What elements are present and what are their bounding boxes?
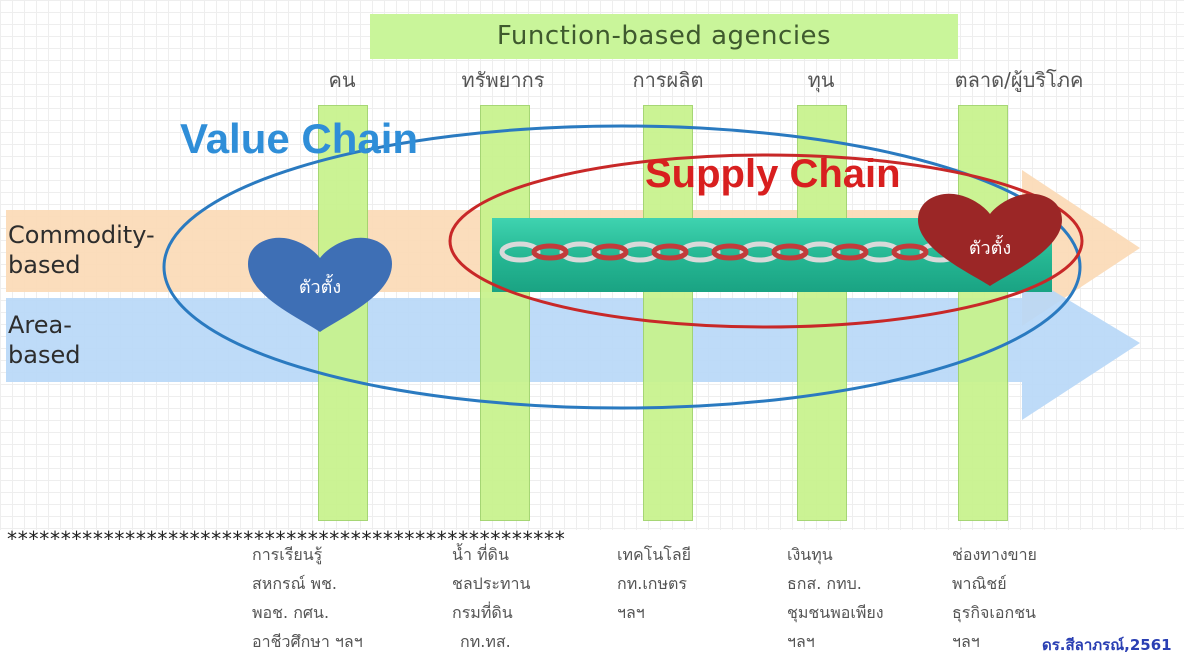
description-line: ชลประทาน bbox=[452, 574, 531, 593]
commodity-label-line2: based bbox=[8, 251, 81, 279]
agency-label-resources: ทรัพยากร bbox=[461, 68, 545, 92]
description-production: เทคโนโลยี กท.เกษตร ฯลฯ bbox=[617, 540, 691, 627]
heart-icon-red bbox=[918, 193, 1062, 286]
description-market: ช่องทางขาย พาณิชย์ ธุรกิจเอกชน ฯลฯ bbox=[952, 540, 1037, 656]
description-line: ช่องทางขาย bbox=[952, 545, 1037, 564]
function-bar-capital bbox=[797, 105, 847, 521]
description-line: ธุรกิจเอกชน bbox=[952, 603, 1036, 622]
supply-chain-title: Supply Chain bbox=[645, 152, 901, 196]
area-based-label: Area- based bbox=[8, 310, 80, 370]
heart-icon-blue bbox=[248, 237, 392, 332]
description-capital: เงินทุน ธกส. กทบ. ชุมชนพอเพียง ฯลฯ bbox=[787, 540, 884, 656]
description-line: เทคโนโลยี bbox=[617, 545, 692, 564]
description-line: น้ำ ที่ดิน bbox=[452, 545, 509, 564]
asterisk-separator: ****************************************… bbox=[6, 527, 566, 551]
value-chain-title: Value Chain bbox=[180, 115, 419, 162]
description-resources: น้ำ ที่ดิน ชลประทาน กรมที่ดิน กท.ทส. bbox=[452, 540, 530, 656]
author-credit: ดร.สีลาภรณ์,2561 bbox=[1042, 636, 1172, 654]
description-line: การเรียนรู้ bbox=[252, 545, 323, 564]
description-line: ธกส. กทบ. bbox=[787, 574, 862, 593]
agency-label-production: การผลิต bbox=[632, 68, 704, 92]
description-line: กท.ทส. bbox=[460, 632, 511, 651]
description-line: ฯลฯ bbox=[617, 603, 645, 622]
description-line: กรมที่ดิน bbox=[452, 603, 513, 622]
heart-label-blue: ตัวตั้ง bbox=[298, 277, 342, 298]
heart-label-red: ตัวตั้ง bbox=[968, 238, 1012, 259]
commodity-based-label: Commodity- based bbox=[8, 220, 155, 280]
agency-label-people: คน bbox=[328, 68, 356, 92]
agency-label-market: ตลาด/ผู้บริโภค bbox=[954, 68, 1084, 92]
supply-chain-ellipse bbox=[448, 153, 1084, 329]
area-label-line1: Area- bbox=[8, 311, 72, 339]
description-line: เงินทุน bbox=[787, 545, 833, 564]
description-line: พาณิชย์ bbox=[952, 574, 1007, 593]
function-bar-production bbox=[643, 105, 693, 521]
description-line: พอช. กศน. bbox=[252, 603, 330, 622]
description-line: อาชีวศึกษา ฯลฯ bbox=[252, 632, 363, 651]
description-people: การเรียนรู้ สหกรณ์ พช. พอช. กศน. อาชีวศึ… bbox=[252, 540, 363, 656]
description-line: ฯลฯ bbox=[787, 632, 815, 651]
value-chain-ellipse bbox=[162, 124, 1082, 410]
description-line: ฯลฯ bbox=[952, 632, 980, 651]
description-line: สหกรณ์ พช. bbox=[252, 574, 338, 593]
agency-label-capital: ทุน bbox=[807, 68, 835, 92]
description-line: กท.เกษตร bbox=[617, 574, 688, 593]
function-based-agencies-header: Function-based agencies bbox=[370, 14, 958, 59]
description-line: ชุมชนพอเพียง bbox=[787, 603, 884, 622]
function-bar-resources bbox=[480, 105, 530, 521]
commodity-label-line1: Commodity- bbox=[8, 221, 155, 249]
area-label-line2: based bbox=[8, 341, 81, 369]
